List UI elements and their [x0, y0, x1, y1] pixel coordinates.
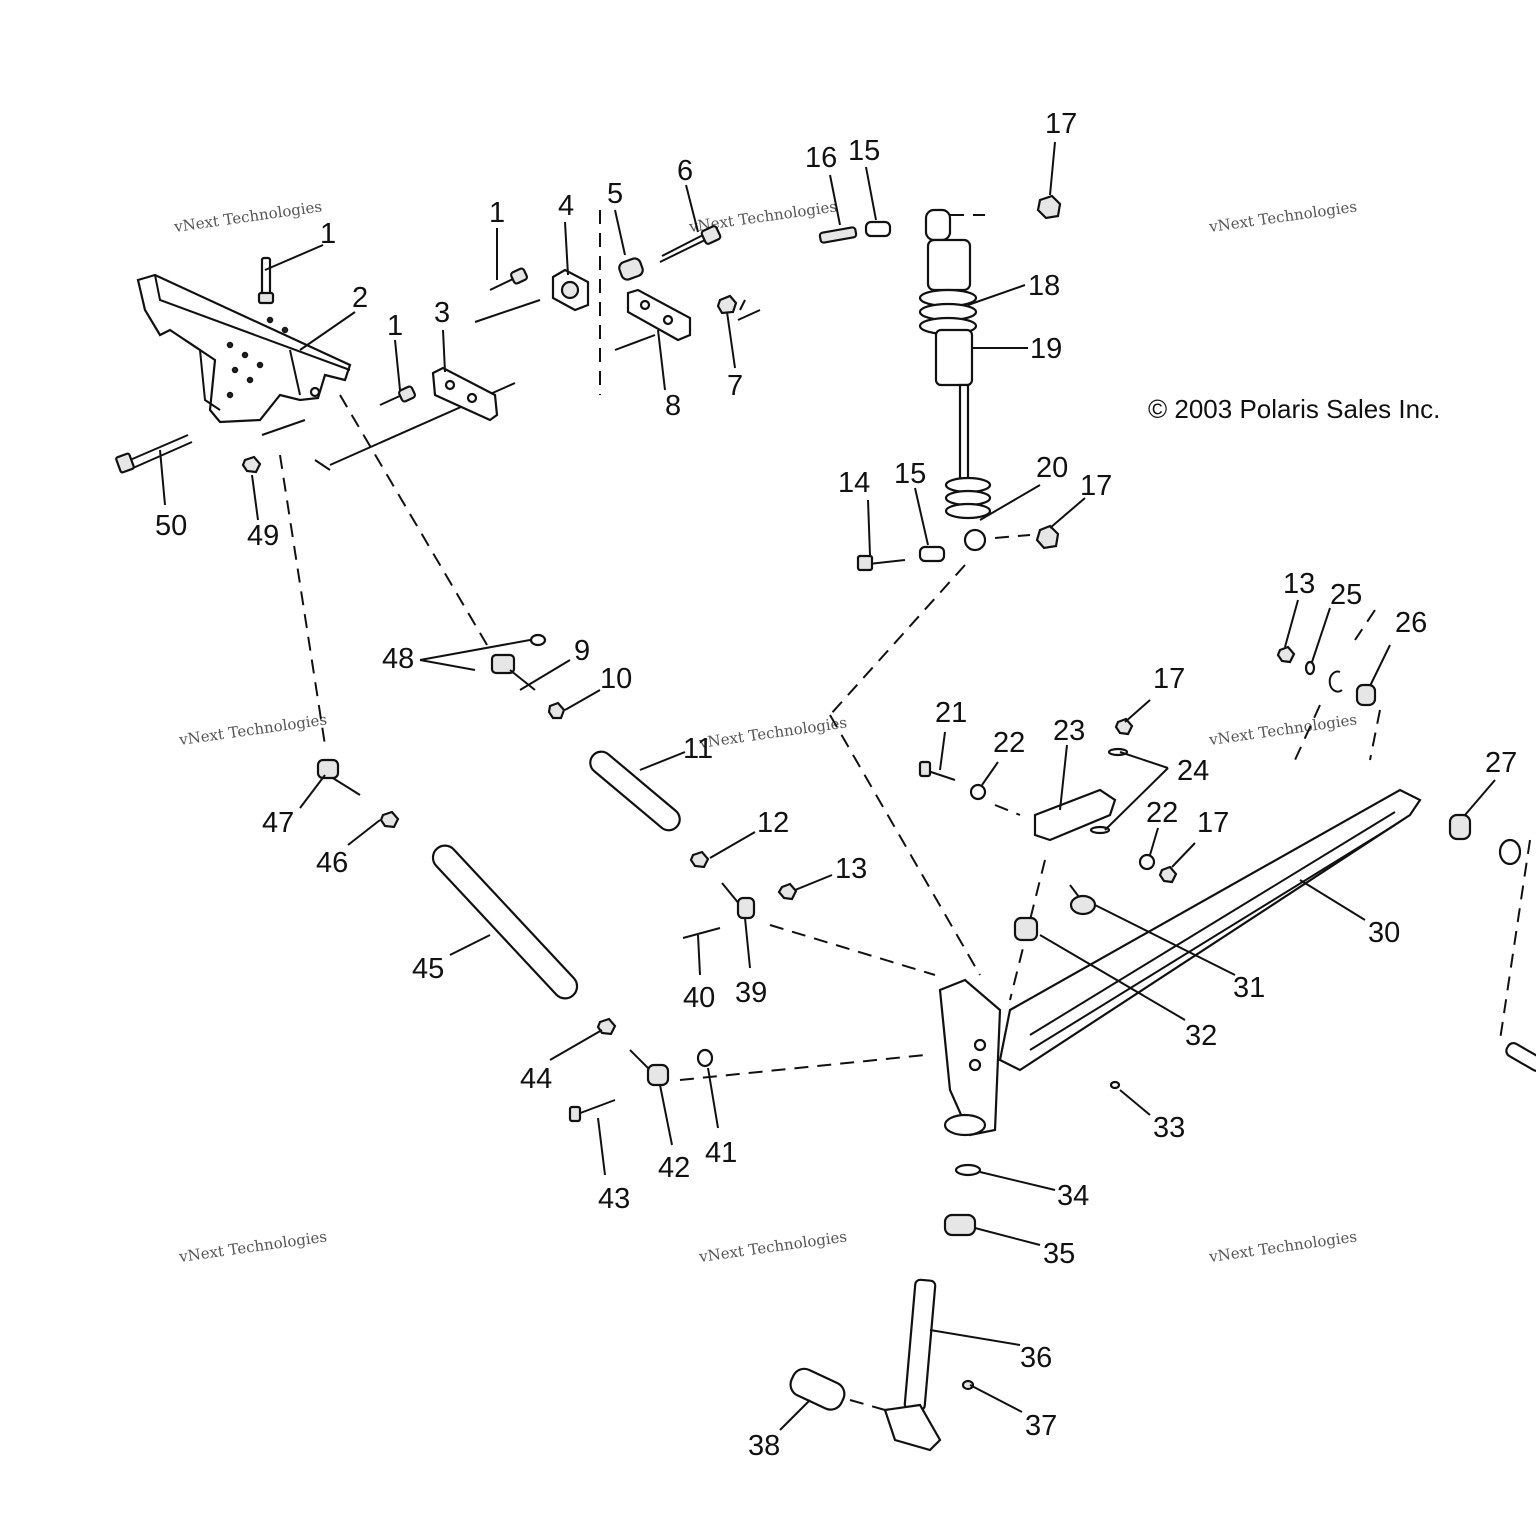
part-label-22: 22 — [1146, 797, 1178, 829]
part-label-23: 23 — [1053, 715, 1085, 747]
watermark-text: vNext Technologies — [172, 197, 323, 236]
part-labels: 1 1 1 2 3 4 5 6 7 8 9 10 11 12 13 13 14 … — [155, 108, 1517, 1462]
part-label-39: 39 — [735, 977, 767, 1009]
part-label-31: 31 — [1233, 972, 1265, 1004]
part-label-42: 42 — [658, 1152, 690, 1184]
part-label-32: 32 — [1185, 1020, 1217, 1052]
part-label-43: 43 — [598, 1183, 630, 1215]
watermark-text: vNext Technologies — [697, 713, 848, 752]
part-label-1: 1 — [489, 197, 505, 229]
part-label-6: 6 — [677, 155, 693, 187]
part-label-44: 44 — [520, 1063, 552, 1095]
part-label-14: 14 — [838, 467, 870, 499]
part-label-45: 45 — [412, 953, 444, 985]
part-label-20: 20 — [1036, 452, 1068, 484]
bushing-bolt-nut — [618, 225, 761, 321]
assembly-dashed-lines — [279, 210, 1531, 1411]
a-arm-part — [938, 788, 1422, 1137]
watermark-text: vNext Technologies — [177, 1227, 328, 1266]
part-label-3: 3 — [434, 297, 450, 329]
watermark-text: vNext Technologies — [1207, 1227, 1358, 1266]
watermark-text: vNext Technologies — [1207, 710, 1358, 749]
part-label-21: 21 — [935, 697, 967, 729]
part-label-41: 41 — [705, 1137, 737, 1169]
part-label-10: 10 — [600, 663, 632, 695]
part-label-25: 25 — [1330, 579, 1362, 611]
part-label-4: 4 — [558, 190, 574, 222]
front-bracket-part — [136, 273, 352, 424]
watermark-text: vNext Technologies — [1207, 197, 1358, 236]
part-label-19: 19 — [1030, 333, 1062, 365]
part-label-27: 27 — [1485, 747, 1517, 779]
part-label-37: 37 — [1025, 1410, 1057, 1442]
part-label-26: 26 — [1395, 607, 1427, 639]
part-label-17: 17 — [1045, 108, 1077, 140]
part-label-7: 7 — [727, 370, 743, 402]
part-label-35: 35 — [1043, 1238, 1075, 1270]
part-label-8: 8 — [665, 390, 681, 422]
part-label-33: 33 — [1153, 1112, 1185, 1144]
watermark-group: vNext Technologies vNext Technologies vN… — [172, 197, 1358, 1266]
part-label-22: 22 — [993, 727, 1025, 759]
part-label-9: 9 — [574, 635, 590, 667]
part-label-50: 50 — [155, 510, 187, 542]
part-label-34: 34 — [1057, 1180, 1089, 1212]
part-label-5: 5 — [607, 178, 623, 210]
part-label-1: 1 — [387, 310, 403, 342]
bolt-50-nut-49 — [115, 434, 262, 474]
small-hardware-parts — [316, 633, 798, 1123]
part-label-12: 12 — [757, 807, 789, 839]
part-label-13: 13 — [1283, 568, 1315, 600]
part-label-1: 1 — [320, 218, 336, 250]
part-label-2: 2 — [352, 282, 368, 314]
part-label-47: 47 — [262, 807, 294, 839]
part-label-17: 17 — [1153, 663, 1185, 695]
part-label-15: 15 — [894, 458, 926, 490]
part-label-30: 30 — [1368, 917, 1400, 949]
part-label-15: 15 — [848, 135, 880, 167]
part-label-17: 17 — [1080, 470, 1112, 502]
watermark-text: vNext Technologies — [177, 710, 328, 749]
leader-lines — [159, 141, 1496, 1431]
part-label-48: 48 — [382, 643, 414, 675]
part-label-36: 36 — [1020, 1342, 1052, 1374]
part-label-13: 13 — [835, 853, 867, 885]
part-label-40: 40 — [683, 982, 715, 1014]
copyright-notice: © 2003 Polaris Sales Inc. — [1148, 394, 1440, 424]
part-label-38: 38 — [748, 1430, 780, 1462]
bracket-hardware-parts — [918, 645, 1536, 1090]
part-label-18: 18 — [1028, 270, 1060, 302]
part-label-17: 17 — [1197, 807, 1229, 839]
part-label-24: 24 — [1177, 755, 1209, 787]
shock-absorber-part — [818, 194, 1062, 572]
part-label-46: 46 — [316, 847, 348, 879]
part-label-16: 16 — [805, 142, 837, 174]
watermark-text: vNext Technologies — [697, 1227, 848, 1266]
part-label-49: 49 — [247, 520, 279, 552]
part-label-11: 11 — [683, 733, 713, 765]
plate-parts — [431, 268, 692, 422]
spindle-part — [789, 1163, 982, 1452]
